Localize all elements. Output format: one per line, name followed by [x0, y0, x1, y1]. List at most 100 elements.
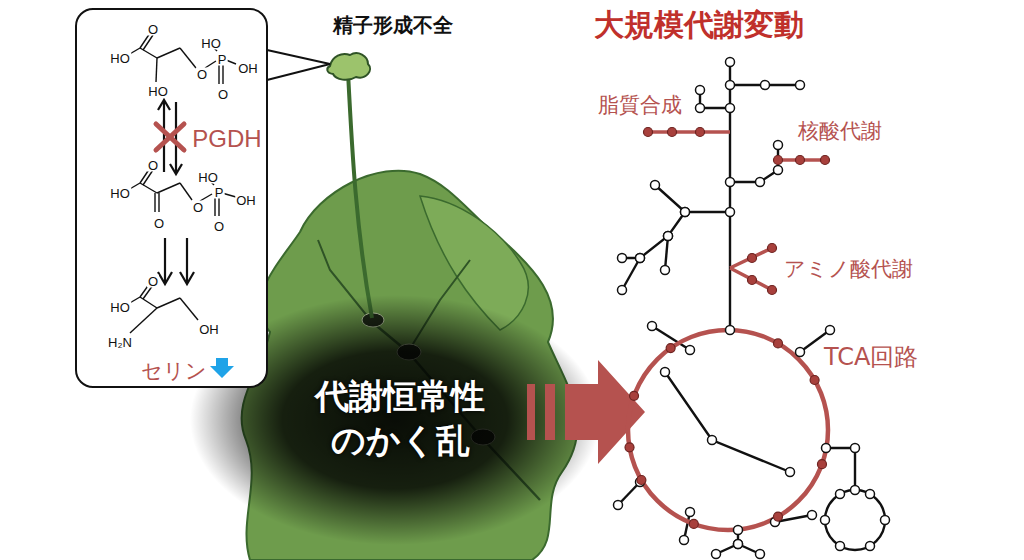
atom-label: HO	[197, 171, 219, 184]
metabolite-dot	[866, 490, 875, 499]
metabolite-dot	[796, 348, 805, 357]
metabolite-dot	[836, 541, 845, 550]
enzyme-label: PGDH	[191, 127, 262, 151]
metabolite-dot	[661, 266, 670, 275]
changed-metabolite-dot	[748, 254, 757, 263]
metabolite-dot	[680, 536, 689, 545]
metabolite-dot	[881, 516, 890, 525]
metabolite-dot	[636, 254, 645, 263]
changed-metabolite-dot	[817, 460, 826, 469]
metabolite-dot	[756, 178, 765, 187]
sub-cycle	[825, 490, 885, 550]
shaded-region: 代謝恒常性 のかく乱	[288, 362, 512, 474]
changed-metabolite-dot	[625, 443, 634, 452]
changed-metabolite-dot	[689, 519, 698, 528]
metabolite-dot	[836, 490, 845, 499]
changed-metabolite-dot	[644, 128, 653, 137]
callout-box	[76, 9, 267, 387]
antheridiophore-stalk	[348, 72, 372, 318]
metabolite-dot	[681, 208, 690, 217]
pathway-label: 脂質合成	[598, 94, 682, 117]
changed-metabolite-dot	[768, 286, 777, 295]
pathway-line	[622, 258, 640, 290]
atom-label: OH	[198, 323, 220, 336]
changed-metabolite-dot	[666, 344, 675, 353]
metabolite-dot	[734, 526, 743, 535]
metabolite-dot	[774, 141, 783, 150]
metabolite-dot	[866, 541, 875, 550]
metabolite-dot	[822, 444, 831, 453]
metabolite-dot	[681, 208, 690, 217]
changed-metabolite-dot	[637, 476, 646, 485]
metabolite-dot	[774, 166, 783, 175]
atom-label: O	[196, 68, 208, 81]
metabolite-dot	[664, 232, 673, 241]
metabolite-dot	[614, 501, 623, 510]
chemical-bonds	[128, 33, 236, 333]
metabolite-dot	[756, 550, 765, 559]
callout-box: HOOHOOPHOOHOPGDHHOOOOPHOOHOHOOH₂NOHセリン	[75, 8, 268, 388]
metabolite-dot	[808, 511, 817, 520]
atom-label: O	[147, 23, 159, 36]
metabolite-dot	[686, 346, 695, 355]
metabolite-dot	[826, 326, 835, 335]
atom-label: HO	[109, 52, 131, 65]
metabolite-dot	[618, 254, 627, 263]
pathway-label: アミノ酸代謝	[784, 258, 913, 281]
pathway-line	[729, 62, 731, 330]
metabolite-dot	[821, 516, 830, 525]
metabolite-dot	[651, 181, 660, 190]
figure-title: 大規模代謝変動	[594, 8, 804, 41]
metabolite-dot	[796, 81, 805, 90]
atom-label: HO	[109, 301, 131, 314]
atom-label: O	[147, 275, 159, 288]
metabolite-dot	[734, 540, 743, 549]
metabolite-dot	[734, 540, 743, 549]
callout-pointer	[267, 50, 330, 80]
inhibition-cross	[156, 124, 184, 150]
pathway-line	[826, 448, 855, 490]
changed-pathway	[730, 248, 772, 268]
metabolite-dot	[664, 232, 673, 241]
metabolite-dot	[726, 81, 735, 90]
metabolite-dot	[696, 86, 705, 95]
changed-metabolite-dot	[630, 391, 639, 400]
metabolite-dot	[761, 81, 770, 90]
changed-metabolite-dot	[748, 276, 757, 285]
metabolite-dot	[726, 178, 735, 187]
atom-label: P	[214, 186, 225, 199]
callout-pointer	[267, 50, 330, 80]
changed-metabolite-dot	[821, 156, 830, 165]
metabolite-dot	[686, 508, 695, 517]
changed-metabolite-dot	[810, 376, 819, 385]
antheridiophore-head	[327, 53, 370, 80]
changed-metabolite-dot	[796, 156, 805, 165]
metabolite-dot	[726, 58, 735, 67]
tca-cycle	[628, 330, 828, 530]
changed-metabolite-dot	[668, 128, 677, 137]
metabolite-dot	[648, 322, 657, 331]
metabolite-dot	[726, 104, 735, 113]
atom-label: O	[192, 201, 204, 214]
atom-label: H₂N	[107, 336, 133, 349]
metabolite-dot	[661, 368, 670, 377]
product-label: セリン	[140, 360, 208, 381]
block-arrow	[565, 360, 645, 464]
metabolite-dot	[786, 468, 795, 477]
atom-label: O	[147, 159, 159, 172]
atom-label: OH	[237, 62, 259, 75]
metabolite-dot	[712, 550, 721, 559]
pathway-line	[665, 372, 790, 472]
atom-label: HO	[147, 85, 169, 98]
metabolite-dot	[851, 486, 860, 495]
metabolite-dot	[618, 286, 627, 295]
decrease-arrow	[210, 358, 234, 378]
changed-metabolite-dot	[774, 339, 783, 348]
metabolite-dot	[636, 254, 645, 263]
pathway-line	[655, 185, 730, 212]
structure-label: 精子形成不全	[333, 14, 453, 36]
pathway-label: 核酸代謝	[798, 120, 882, 143]
changed-metabolite-dot	[768, 244, 777, 253]
changed-pathway	[648, 130, 730, 134]
